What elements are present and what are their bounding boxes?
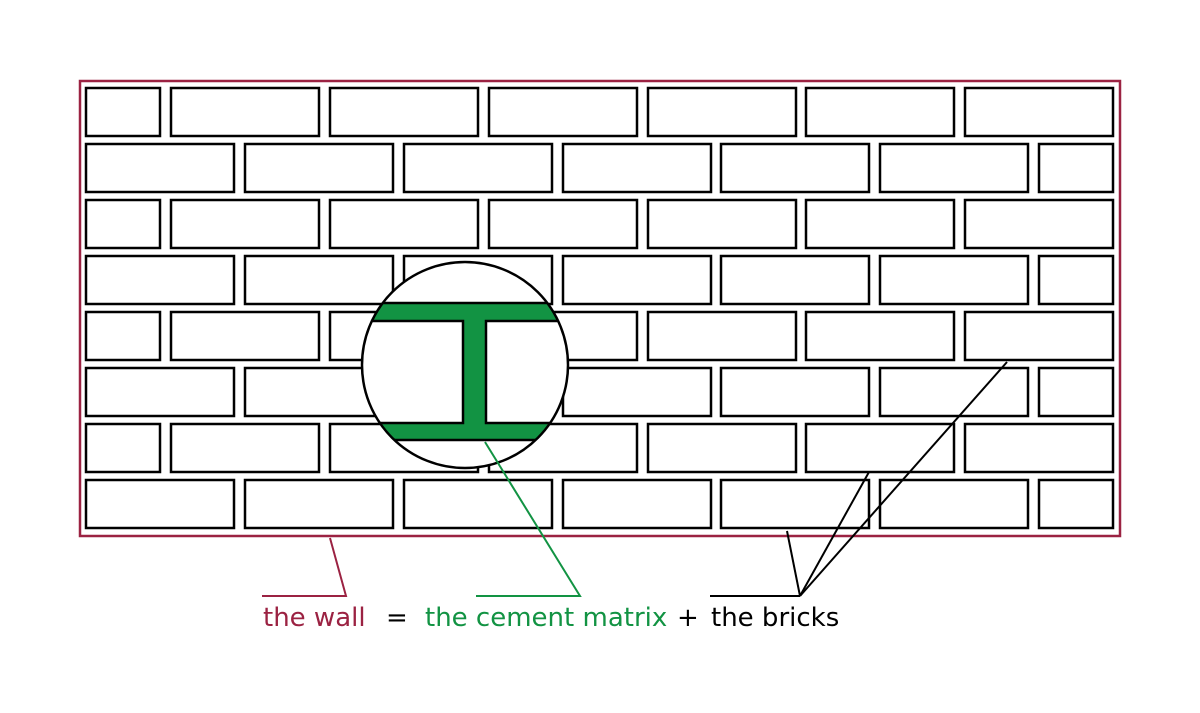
brick [561, 142, 713, 194]
brick [719, 478, 871, 530]
label-the-cement-matrix: the cement matrix [425, 603, 667, 633]
brick [243, 254, 395, 306]
brick [646, 86, 798, 138]
brick [963, 86, 1115, 138]
brick [328, 198, 480, 250]
brick [561, 254, 713, 306]
brick [963, 422, 1115, 474]
brick [804, 422, 956, 474]
bricks [84, 86, 1115, 530]
brick [402, 478, 554, 530]
brick [84, 366, 236, 418]
brick [1037, 478, 1115, 530]
brick [646, 422, 798, 474]
brick [84, 254, 236, 306]
magnifier-border [360, 260, 570, 470]
brick [1037, 254, 1115, 306]
brick [84, 142, 236, 194]
brick [328, 86, 480, 138]
brick [804, 310, 956, 362]
brick [84, 478, 236, 530]
brick [561, 478, 713, 530]
brick [878, 142, 1030, 194]
brick [243, 142, 395, 194]
brick [169, 310, 321, 362]
label-the-wall: the wall [263, 603, 366, 633]
cement-leader-line [476, 441, 582, 597]
brick [878, 366, 1030, 418]
brick [804, 86, 956, 138]
brick [169, 198, 321, 250]
brick [561, 366, 713, 418]
magnifier-circle [360, 260, 570, 470]
brick [878, 254, 1030, 306]
wall-leader-line [262, 537, 348, 597]
wall-outline [78, 79, 1122, 538]
label-equals: = [386, 603, 408, 633]
label-the-bricks: the bricks [711, 603, 839, 633]
brick [487, 198, 639, 250]
brick [963, 310, 1115, 362]
label-plus: + [677, 603, 699, 633]
brick [719, 142, 871, 194]
brick [646, 310, 798, 362]
brick [402, 142, 554, 194]
brick [84, 422, 162, 474]
brick [804, 198, 956, 250]
brick [169, 86, 321, 138]
brick [963, 198, 1115, 250]
brick [487, 86, 639, 138]
brick [84, 86, 162, 138]
cement-matrix-detail [362, 301, 568, 442]
brick [878, 478, 1030, 530]
brick [719, 254, 871, 306]
brick [243, 478, 395, 530]
brick [1037, 142, 1115, 194]
brick [719, 366, 871, 418]
brick [646, 198, 798, 250]
bricks-leader-lines [710, 361, 1008, 597]
brick [84, 198, 162, 250]
brick [1037, 366, 1115, 418]
brick [169, 422, 321, 474]
brick [84, 310, 162, 362]
